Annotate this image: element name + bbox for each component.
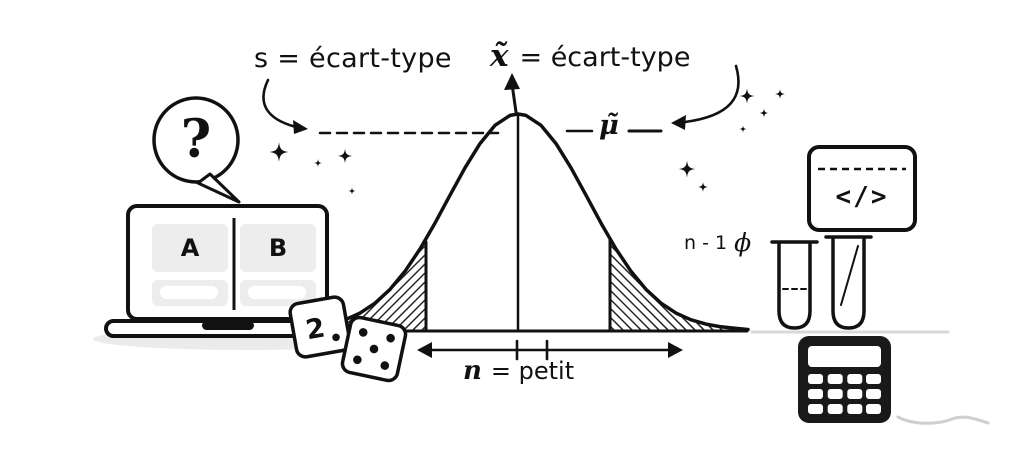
sparkle-icon xyxy=(759,108,769,118)
question-mark: ? xyxy=(180,108,212,170)
xbar-symbol: x̃ xyxy=(490,38,509,74)
calculator-icon xyxy=(798,336,891,423)
n-label-text: = petit xyxy=(490,357,575,385)
sparkle-icon xyxy=(775,89,785,99)
sparkle-icon xyxy=(348,187,356,195)
laptop xyxy=(104,204,350,338)
width-arrowhead-left xyxy=(417,342,432,358)
code-block-icon xyxy=(807,145,917,232)
calculator-screen xyxy=(808,346,881,367)
laptop-panel-a-label: A xyxy=(180,234,200,262)
speech-bubble-tail xyxy=(196,172,241,204)
sparkle-icon xyxy=(739,88,755,104)
sparkle-icon xyxy=(313,158,323,168)
peak-arrow xyxy=(504,73,520,114)
xbar-arrowhead xyxy=(671,115,686,130)
sparkle-icon xyxy=(269,142,289,162)
sparkle-icon xyxy=(678,160,696,178)
die-one: 2 xyxy=(288,295,352,359)
calculator-buttons xyxy=(808,374,881,414)
die-one-value: 2 xyxy=(303,312,327,346)
s-deviation-label: s = écart-type xyxy=(254,43,452,74)
xbar-label-text: = écart-type xyxy=(519,42,691,73)
test-tube-left xyxy=(777,241,812,330)
test-tubes xyxy=(770,235,873,330)
degrees-of-freedom-label: n - 1 ϕ xyxy=(684,228,751,257)
test-tube-right xyxy=(831,236,866,330)
width-arrow xyxy=(417,339,683,361)
phi-symbol: ϕ xyxy=(734,228,752,257)
sample-size-label: n = petit xyxy=(463,356,574,386)
bell-curve xyxy=(300,112,750,333)
xbar-deviation-label: x̃ = écart-type xyxy=(490,38,690,74)
mu-annotation xyxy=(318,129,663,135)
peak-arrowhead xyxy=(504,73,520,90)
sparkle-icon xyxy=(698,182,708,192)
stir-rod xyxy=(840,245,859,306)
sparkle-icon xyxy=(337,148,353,164)
sparkle-icon xyxy=(739,125,747,133)
variant-b-bar xyxy=(248,286,306,299)
laptop-notch xyxy=(202,321,254,330)
mu-symbol: μ̃ xyxy=(599,110,619,141)
width-arrowhead-right xyxy=(668,342,683,358)
s-arrowhead xyxy=(293,120,308,134)
sparkles xyxy=(269,88,785,195)
xbar-label-arrow xyxy=(671,64,740,130)
variant-a-panel xyxy=(152,224,228,272)
speech-bubble xyxy=(152,96,241,204)
variant-a-bar xyxy=(160,286,218,299)
ground-squiggle xyxy=(896,415,990,425)
n-symbol: n xyxy=(463,356,482,386)
s-label-arrow xyxy=(262,78,308,134)
variant-b-panel xyxy=(240,224,316,272)
die-one-pip xyxy=(332,333,340,342)
gaussian-curve xyxy=(318,112,750,332)
laptop-panel-b-label: B xyxy=(268,234,288,262)
dice: 2 xyxy=(288,295,408,383)
code-block-label: </> xyxy=(835,182,889,212)
die-two xyxy=(340,315,408,383)
df-text: n - 1 xyxy=(684,231,728,254)
